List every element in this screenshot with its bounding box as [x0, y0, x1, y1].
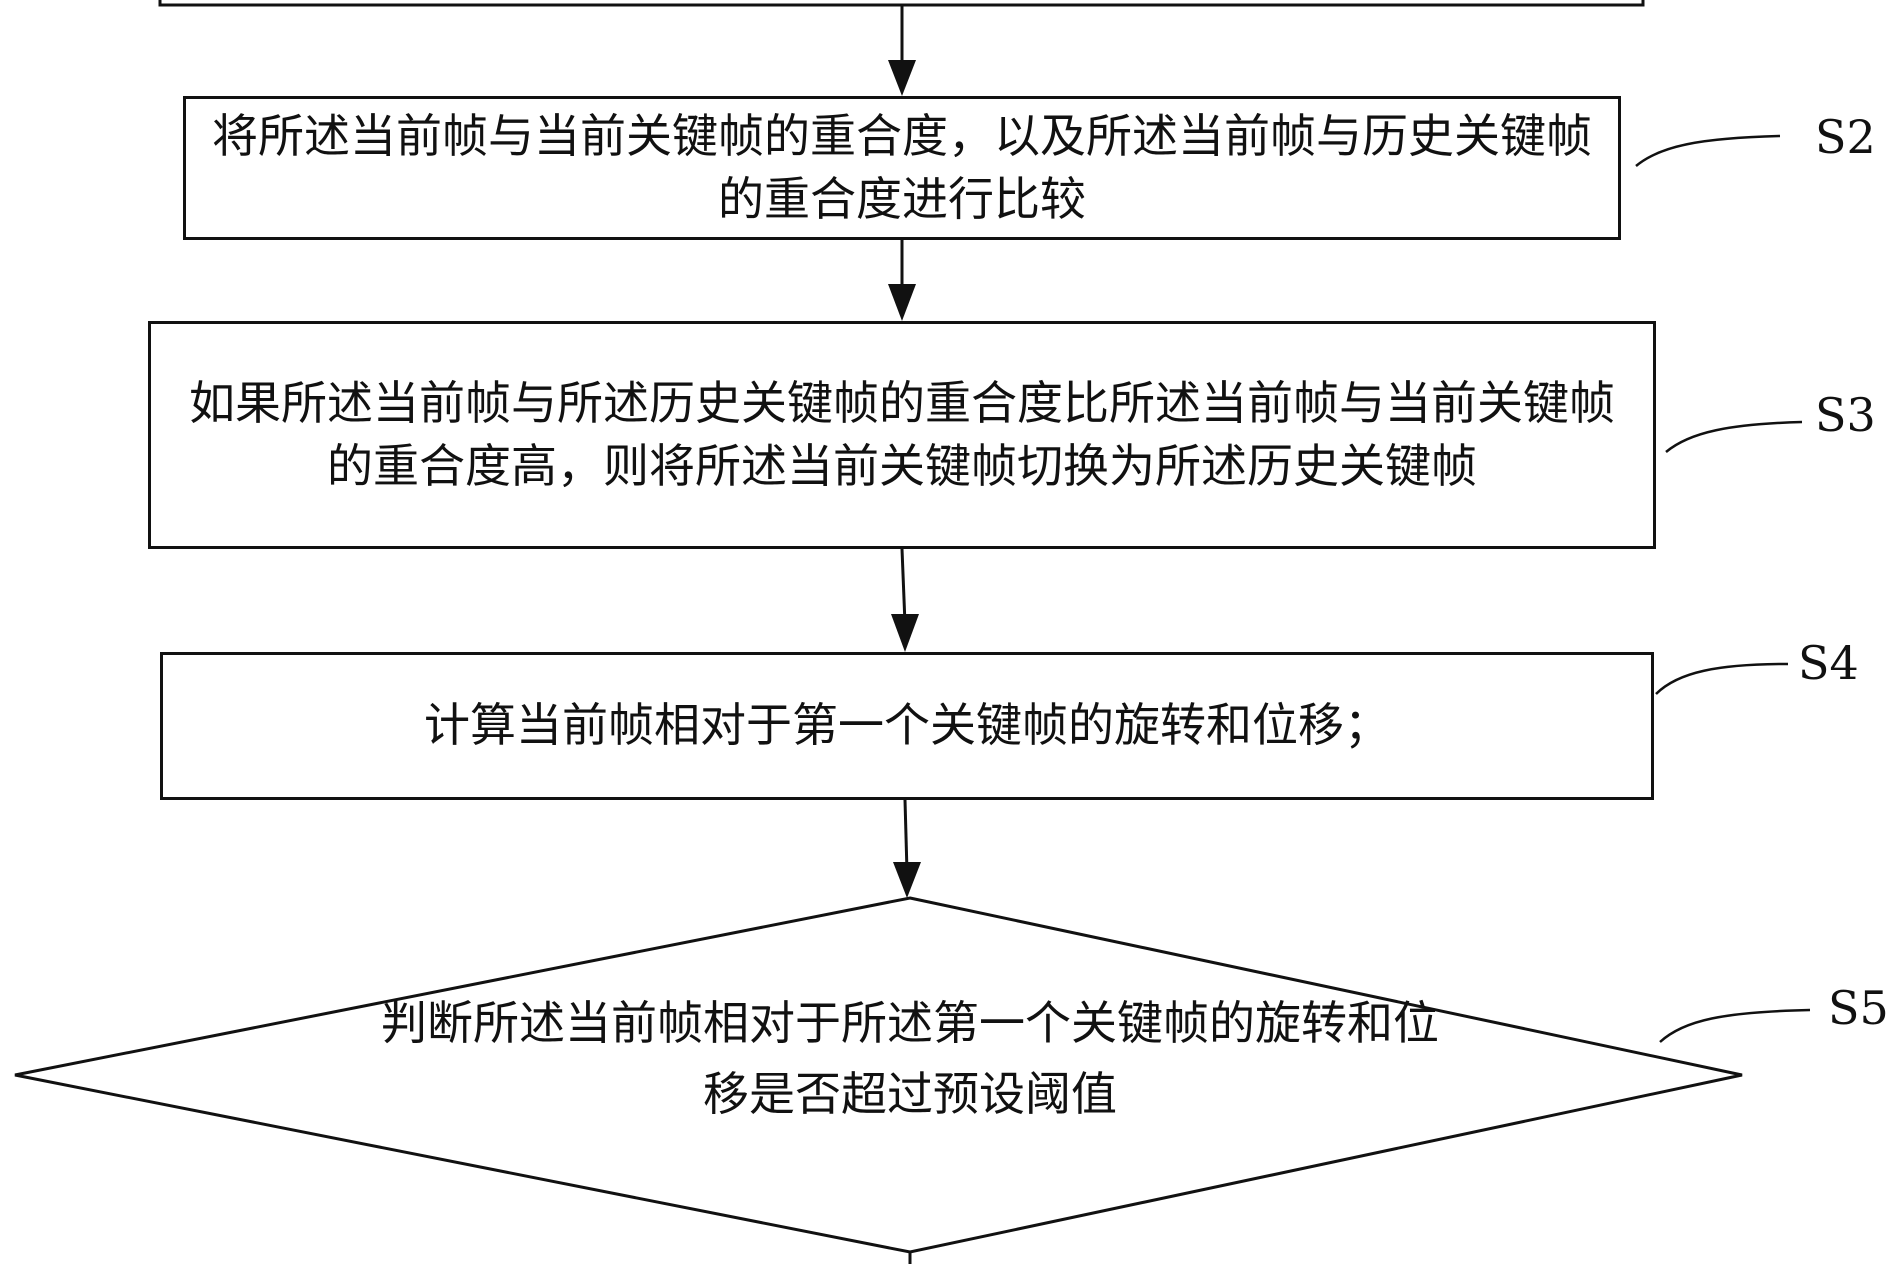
step-s4-box: 计算当前帧相对于第一个关键帧的旋转和位移；: [160, 652, 1654, 800]
step-s2-box: 将所述当前帧与当前关键帧的重合度，以及所述当前帧与历史关键帧的重合度进行比较: [183, 96, 1621, 240]
step-s2-text: 将所述当前帧与当前关键帧的重合度，以及所述当前帧与历史关键帧的重合度进行比较: [212, 108, 1592, 226]
step-label-s5: S5: [1828, 981, 1889, 1035]
step-s5-text: 判断所述当前帧相对于所述第一个关键帧的旋转和位移是否超过预设阈值: [381, 996, 1439, 1122]
step-s4-text: 计算当前帧相对于第一个关键帧的旋转和位移；: [424, 698, 1390, 753]
arrow-s3-to-s4-line: [900, 548, 907, 625]
arrow-s2-to-s3-head: [888, 284, 916, 321]
arrow-s3-to-s4-head: [891, 614, 919, 652]
leader-line-s4: [1655, 662, 1789, 695]
step-s3-box: 如果所述当前帧与所述历史关键帧的重合度比所述当前帧与当前关键帧的重合度高，则将所…: [148, 321, 1656, 549]
arrow-to-s2-head: [888, 60, 916, 96]
arrow-s4-to-s5-head: [893, 862, 921, 898]
step-s3-text: 如果所述当前帧与所述历史关键帧的重合度比所述当前帧与当前关键帧的重合度高，则将所…: [189, 375, 1615, 493]
leader-line-s2: [1635, 134, 1781, 167]
step-label-s3: S3: [1815, 388, 1876, 442]
step-label-s2: S2: [1815, 110, 1876, 164]
leader-line-s3: [1665, 420, 1803, 453]
arrow-s4-to-s5-line: [903, 799, 909, 873]
leader-line-s5: [1659, 1008, 1811, 1043]
previous-step-box-edge: [158, 0, 1645, 7]
step-label-s4: S4: [1798, 636, 1859, 690]
